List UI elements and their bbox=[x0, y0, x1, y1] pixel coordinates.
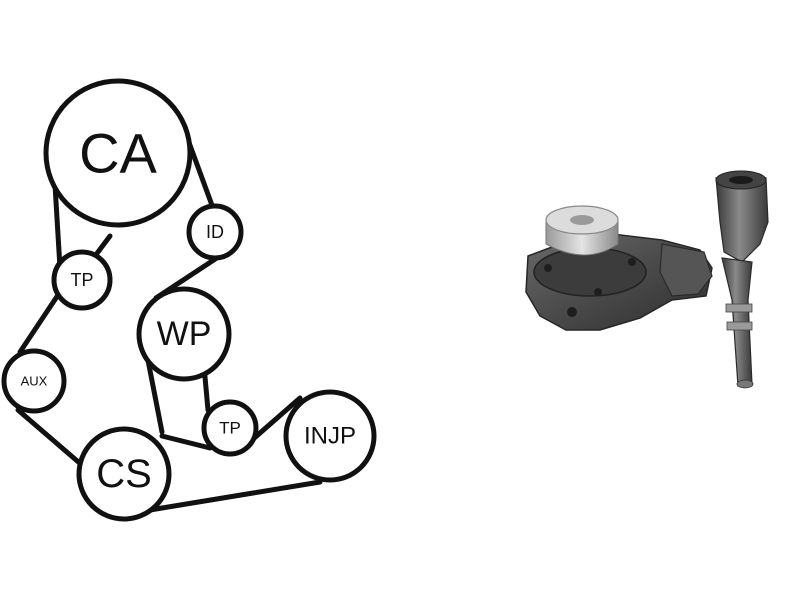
pulley-injp-label: INJP bbox=[304, 423, 356, 450]
pulley-tp-lower: TP bbox=[201, 399, 259, 457]
bolt bbox=[594, 288, 602, 296]
belt-segment bbox=[15, 407, 93, 475]
pulley-tp-upper-label: TP bbox=[70, 270, 93, 290]
pulley-tp-lower-label: TP bbox=[219, 419, 241, 438]
bolt bbox=[628, 258, 636, 266]
pulley-ca-label: CA bbox=[79, 122, 157, 185]
pulley-id-label: ID bbox=[206, 222, 224, 242]
pump-inlet-end bbox=[736, 379, 754, 389]
pulley-aux: AUX bbox=[1, 348, 67, 414]
pump-outlet-bore bbox=[729, 176, 753, 184]
pump-hub-center bbox=[570, 215, 594, 225]
pulley-cs: CS bbox=[76, 426, 172, 522]
pulley-wp: WP bbox=[136, 286, 232, 382]
belt-segment bbox=[159, 433, 213, 451]
pulley-id: ID bbox=[186, 203, 244, 261]
pulley-tp-upper: TP bbox=[51, 249, 113, 311]
pulley-aux-label: AUX bbox=[21, 374, 48, 389]
pulley-injp: INJP bbox=[283, 389, 377, 483]
pipe-rib bbox=[726, 321, 753, 331]
belt-segment bbox=[249, 395, 303, 443]
pulley-wp-label: WP bbox=[157, 315, 212, 353]
pump-outlet-pipe bbox=[715, 177, 769, 263]
pulley-ca: CA bbox=[43, 78, 193, 228]
pulley-cs-label: CS bbox=[96, 452, 152, 496]
bolt bbox=[567, 307, 577, 317]
pipe-rib bbox=[725, 303, 753, 313]
pump-flange bbox=[533, 247, 647, 297]
bolt bbox=[544, 264, 552, 272]
belt-segment bbox=[52, 182, 63, 271]
belt-segment bbox=[17, 289, 63, 355]
belt-segment bbox=[147, 479, 323, 513]
pump-boss bbox=[659, 243, 713, 297]
